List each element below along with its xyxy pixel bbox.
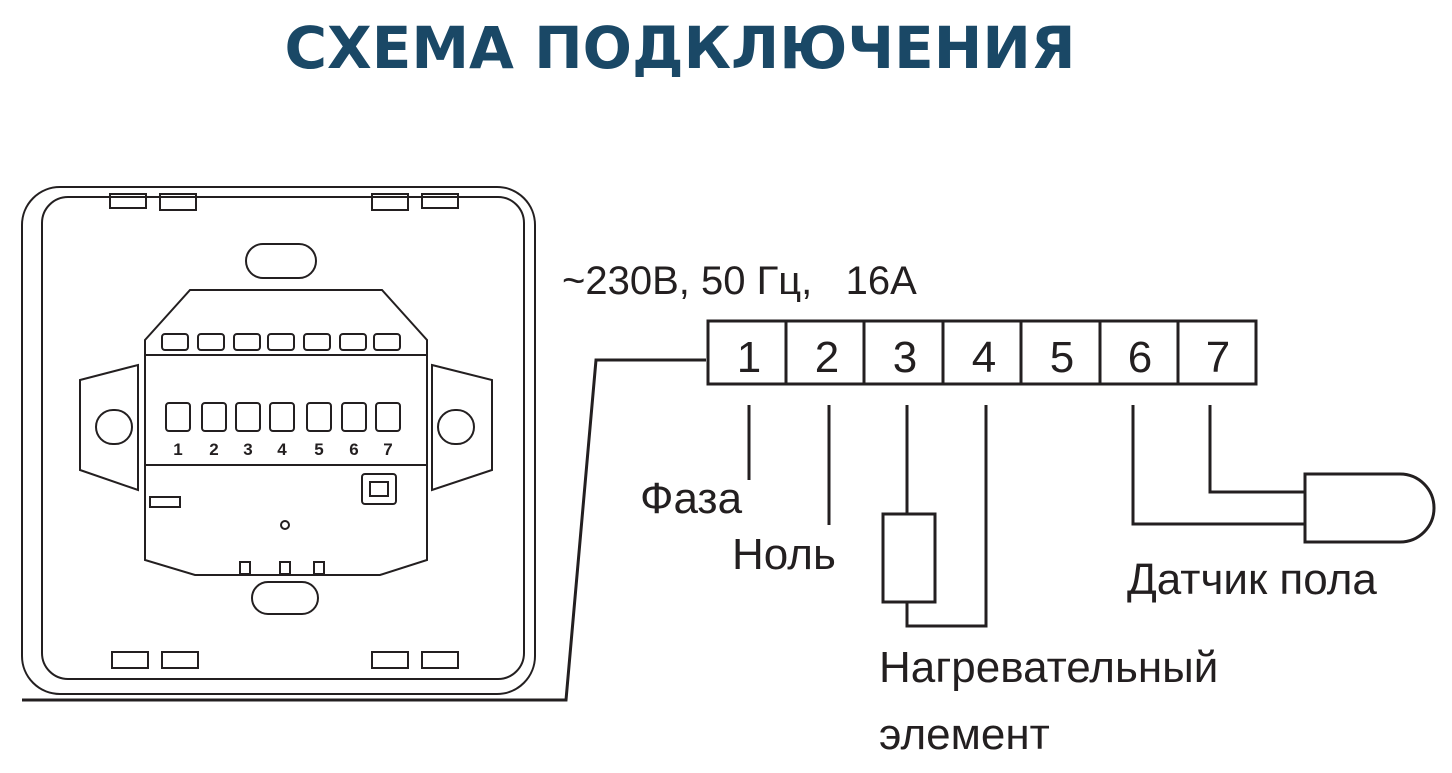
panel-clip	[159, 193, 197, 211]
terminal-number: 2	[815, 333, 839, 382]
terminal-number: 6	[1128, 333, 1152, 382]
device-terminal-label: 1	[173, 440, 182, 459]
phase-label: Фаза	[640, 474, 743, 523]
power-spec-label: ~230В, 50 Гц, 16А	[562, 259, 917, 303]
terminal-number: 4	[972, 333, 996, 382]
terminal-block: 1 2 3 4 5 6 7	[706, 319, 1258, 386]
panel-clip	[161, 651, 199, 669]
terminal-holes	[165, 402, 401, 432]
mounting-ear-right	[431, 363, 493, 492]
mounting-ear-left	[79, 363, 139, 492]
device-terminal-label: 6	[349, 440, 358, 459]
device-terminal-label: 5	[314, 440, 323, 459]
heater-label-line2: элемент	[879, 710, 1050, 759]
device-terminal-label: 7	[383, 440, 392, 459]
wire-sensor-2	[1208, 405, 1305, 494]
terminal-number: 1	[737, 333, 761, 382]
floor-sensor-label: Датчик пола	[1127, 555, 1377, 604]
panel-clip	[421, 193, 459, 209]
page-title: СХЕМА ПОДКЛЮЧЕНИЯ	[284, 14, 1076, 82]
device-terminal-label: 3	[243, 440, 252, 459]
wire-sensor-1	[1131, 405, 1305, 526]
sensor-connector	[361, 473, 397, 505]
device-terminal-label: 2	[209, 440, 218, 459]
terminal-number: 7	[1206, 333, 1230, 382]
heater-element-symbol	[881, 512, 937, 604]
panel-clip	[111, 651, 149, 669]
panel-clip	[421, 651, 459, 669]
leader-line	[22, 358, 706, 702]
panel-clip	[109, 193, 147, 209]
terminal-number: 3	[893, 333, 917, 382]
mounting-slot-top	[245, 243, 317, 279]
neutral-label: Ноль	[732, 530, 836, 579]
device-terminal-label: 4	[277, 440, 287, 459]
wire-heater-2	[905, 405, 988, 628]
panel-clip	[371, 193, 409, 211]
terminal-screws	[161, 333, 401, 351]
panel-inner-frame	[41, 196, 525, 680]
panel-outer-frame	[21, 186, 536, 695]
mounting-slot-bottom	[251, 581, 319, 615]
terminal-number: 5	[1050, 333, 1074, 382]
panel-clip	[371, 651, 409, 669]
thermostat-back-panel: 1 2 3 4 5 6 7	[21, 186, 536, 695]
floor-sensor-symbol	[1303, 472, 1436, 544]
heater-label-line1: Нагревательный	[879, 643, 1218, 692]
terminal-housing	[144, 289, 428, 576]
